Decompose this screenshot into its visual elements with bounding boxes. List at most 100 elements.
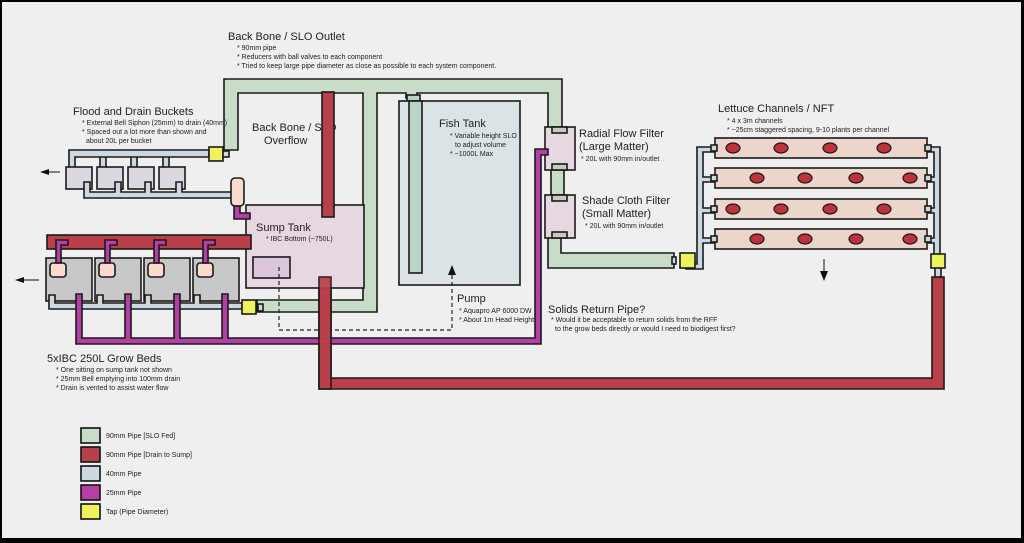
nft-channel-inlet bbox=[710, 205, 718, 213]
grow-bed bbox=[143, 239, 191, 302]
nft-drain-pipe bbox=[318, 276, 945, 390]
legend-item: Tap (Pipe Diameter) bbox=[80, 503, 168, 520]
tap-growbeds bbox=[241, 299, 257, 315]
overflow-label-line2: Overflow bbox=[264, 135, 307, 147]
legend-item: 40mm Pipe bbox=[80, 465, 142, 482]
bell-siphon-icon bbox=[196, 262, 214, 278]
lettuce-plant bbox=[797, 172, 813, 184]
lettuce-plant bbox=[902, 233, 918, 245]
legend-swatch bbox=[80, 484, 101, 501]
grow-bed bbox=[45, 239, 93, 302]
nft-channel bbox=[710, 137, 932, 159]
nft-channel bbox=[710, 228, 932, 250]
lettuce-plant bbox=[773, 142, 789, 154]
sump-note: * IBC Bottom (~750L) bbox=[266, 236, 333, 243]
tap-nft-outlet bbox=[930, 253, 946, 269]
lettuce-plant bbox=[876, 142, 892, 154]
legend-label: Tap (Pipe Diameter) bbox=[106, 509, 168, 516]
lettuce-plant bbox=[725, 203, 741, 215]
pump-note-1: * Aquapro AP 6000 DW bbox=[459, 308, 532, 315]
shade-note: * 20L with 90mm in/outlet bbox=[585, 223, 663, 230]
rff-note: * 20L with 90mm in/outlet bbox=[581, 156, 659, 163]
nft-channels bbox=[710, 137, 932, 250]
grow-bed-vent-pipe bbox=[104, 239, 118, 264]
nft-title: Lettuce Channels / NFT bbox=[718, 103, 834, 115]
growbeds-title: 5xIBC 250L Grow Beds bbox=[47, 353, 162, 365]
backbone-note-1: * 90mm pipe bbox=[237, 45, 276, 52]
pump-note-2: * About 1m Head Height bbox=[459, 317, 534, 324]
nft-channel-outlet bbox=[924, 205, 932, 213]
buckets-outflow-arrow-head bbox=[40, 169, 49, 175]
grow-bed-vent-pipe bbox=[153, 239, 167, 264]
lettuce-plant bbox=[848, 233, 864, 245]
pump-delivery-arrowhead bbox=[448, 265, 456, 275]
growbed-slo-reducer bbox=[257, 303, 264, 312]
grow-bed-vent-pipe bbox=[202, 239, 216, 264]
bucket-40mm-inlet-manifold bbox=[68, 149, 210, 169]
overflow-label-line1: Back Bone / SLO bbox=[252, 122, 337, 134]
growbeds-note-3: * Drain is vented to assist water flow bbox=[56, 385, 169, 392]
legend-item: 25mm Pipe bbox=[80, 484, 142, 501]
nft-channel bbox=[710, 198, 932, 220]
lettuce-plant bbox=[822, 203, 838, 215]
nft-channel-inlet bbox=[710, 235, 718, 243]
legend-swatch bbox=[80, 503, 101, 520]
bell-siphon-25mm-pipe bbox=[233, 205, 251, 220]
legend-label: 40mm Pipe bbox=[106, 471, 142, 478]
solids-title: Solids Return Pipe? bbox=[548, 304, 645, 316]
fish-tank-note-1: * Variable height SLO bbox=[450, 133, 517, 140]
nft-channel-body bbox=[714, 198, 928, 220]
nft-channel-outlet bbox=[924, 235, 932, 243]
lettuce-plant bbox=[725, 142, 741, 154]
lettuce-plant bbox=[749, 233, 765, 245]
solids-note-1: * Would it be acceptable to return solid… bbox=[551, 317, 717, 324]
fish-tank-note-2: to adjust volume bbox=[455, 142, 506, 149]
shade-filter-outlet-pipe bbox=[547, 235, 675, 269]
fish-tank-slo-pipe bbox=[408, 100, 423, 274]
bell-siphon-icon bbox=[98, 262, 116, 278]
shade-filter-outlet bbox=[551, 231, 568, 239]
nft-note-1: * 4 x 3m channels bbox=[727, 118, 783, 125]
lettuce-plant bbox=[797, 233, 813, 245]
legend-label: 25mm Pipe bbox=[106, 490, 142, 497]
shade-to-nft-reducer bbox=[671, 256, 677, 265]
growbeds-note-2: * 25mm Bell emptying into 100mm drain bbox=[56, 376, 180, 383]
lettuce-plant bbox=[876, 203, 892, 215]
backbone-note-2: * Reducers with ball valves to each comp… bbox=[237, 54, 382, 61]
legend-label: 90mm Pipe [Drain to Sump] bbox=[106, 452, 192, 459]
shade-title-line2: (Small Matter) bbox=[582, 208, 651, 220]
bucket-reducer bbox=[222, 150, 230, 158]
flood-drain-buckets: Flood and Drain Buckets * External Bell … bbox=[65, 106, 251, 220]
nft-channel-body bbox=[714, 167, 928, 189]
nft-channel-inlet bbox=[710, 174, 718, 182]
nft-channel-inlet bbox=[710, 144, 718, 152]
nft-flow-arrow-head bbox=[820, 271, 828, 281]
legend-swatch bbox=[80, 465, 101, 482]
bucket-bell-siphon bbox=[230, 177, 245, 207]
fish-tank-title: Fish Tank bbox=[439, 118, 486, 130]
shade-filter-inlet bbox=[551, 194, 568, 202]
sump-to-nft-drain-vertical bbox=[318, 276, 332, 390]
nft-channel bbox=[710, 167, 932, 189]
grow-bed-vent-pipe bbox=[55, 239, 69, 264]
bell-siphon-icon bbox=[49, 262, 67, 278]
rff-title-line1: Radial Flow Filter bbox=[579, 128, 664, 140]
shade-title-line1: Shade Cloth Filter bbox=[582, 195, 670, 207]
sump-title: Sump Tank bbox=[256, 222, 311, 234]
solids-return-pipe bbox=[75, 148, 549, 345]
shade-cloth-filter: Shade Cloth Filter (Small Matter) * 20L … bbox=[544, 194, 670, 239]
buckets-note-2: * Spaced out a lot more than shown and bbox=[82, 129, 207, 136]
legend-swatch bbox=[80, 446, 101, 463]
backbone-title: Back Bone / SLO Outlet bbox=[228, 31, 345, 43]
fish-tank: Fish Tank * Variable height SLO to adjus… bbox=[398, 100, 521, 286]
nft-note-2: * ~25cm staggered spacing, 9-10 plants p… bbox=[727, 127, 890, 134]
backbone-note-3: * Tried to keep large pipe diameter as c… bbox=[237, 63, 496, 70]
growbed-drain-header bbox=[46, 234, 252, 250]
lettuce-plant bbox=[749, 172, 765, 184]
legend: 90mm Pipe [SLO Fed]90mm Pipe [Drain to S… bbox=[80, 427, 192, 520]
pump-title: Pump bbox=[457, 293, 486, 305]
radial-flow-filter: Radial Flow Filter (Large Matter) * 20L … bbox=[544, 126, 664, 171]
growbeds-outflow-arrow-head bbox=[15, 277, 24, 283]
